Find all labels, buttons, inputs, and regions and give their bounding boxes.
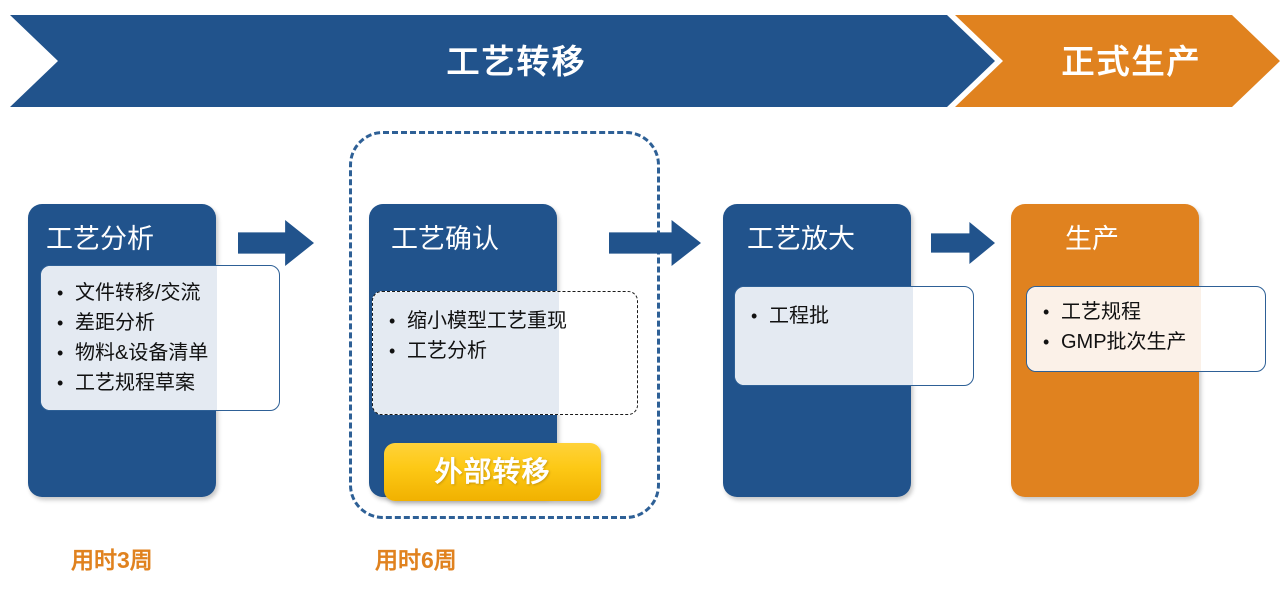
stage-title: 工艺放大 bbox=[747, 224, 855, 254]
external-transfer-badge[interactable]: 外部转移 bbox=[384, 443, 601, 501]
right-arrow-icon bbox=[931, 222, 995, 264]
stage-title: 工艺确认 bbox=[391, 224, 499, 254]
stage-title: 生产 bbox=[1065, 224, 1119, 254]
stage-title: 工艺分析 bbox=[46, 224, 154, 254]
stage-callout-process-analysis: 文件转移/交流 差距分析 物料&设备清单 工艺规程草案 bbox=[40, 265, 280, 411]
external-transfer-badge-label: 外部转移 bbox=[434, 456, 551, 487]
stage-callout-process-scale-up: 工程批 bbox=[734, 286, 974, 386]
list-item: GMP批次生产 bbox=[1037, 327, 1265, 357]
stage-callout-production: 工艺规程 GMP批次生产 bbox=[1026, 286, 1266, 372]
list-item: 差距分析 bbox=[51, 308, 279, 338]
duration-label-process-confirmation: 用时6周 bbox=[375, 547, 457, 573]
stage-callout-process-confirmation: 缩小模型工艺重现 工艺分析 bbox=[372, 291, 638, 415]
external-transfer-group-outline bbox=[349, 131, 660, 519]
banner-phase-label: 工艺转移 bbox=[446, 42, 587, 80]
list-item: 工艺分析 bbox=[383, 336, 637, 366]
list-item: 工艺规程草案 bbox=[51, 368, 279, 398]
banner-phase-formal-production[interactable]: 正式生产 bbox=[955, 15, 1280, 107]
list-item: 缩小模型工艺重现 bbox=[383, 306, 637, 336]
callout-item-list: 文件转移/交流 差距分析 物料&设备清单 工艺规程草案 bbox=[41, 266, 279, 398]
callout-item-list: 工艺规程 GMP批次生产 bbox=[1027, 287, 1265, 357]
callout-item-list: 缩小模型工艺重现 工艺分析 bbox=[373, 292, 637, 366]
callout-item-list: 工程批 bbox=[735, 287, 973, 331]
duration-label-process-analysis: 用时3周 bbox=[71, 547, 153, 573]
right-arrow-icon bbox=[238, 220, 314, 266]
list-item: 工程批 bbox=[745, 301, 973, 331]
banner-phase-process-transfer[interactable]: 工艺转移 bbox=[10, 15, 995, 107]
list-item: 文件转移/交流 bbox=[51, 278, 279, 308]
list-item: 物料&设备清单 bbox=[51, 338, 279, 368]
list-item: 工艺规程 bbox=[1037, 297, 1265, 327]
banner-phase-label: 正式生产 bbox=[1061, 42, 1202, 80]
